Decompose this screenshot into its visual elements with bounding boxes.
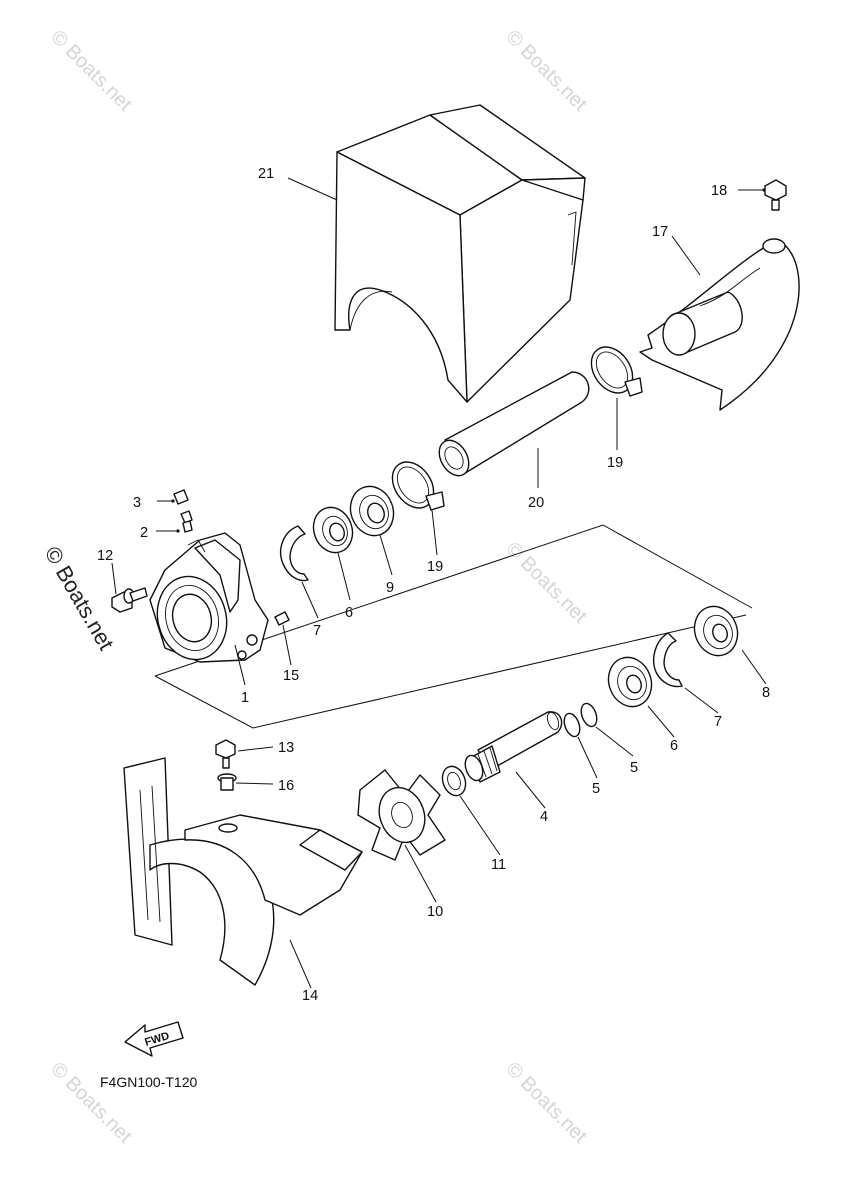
part-16-collar — [217, 773, 237, 791]
label-1: 1 — [241, 690, 249, 706]
figure-code: F4GN100-T120 — [100, 1074, 197, 1090]
label-15: 15 — [283, 668, 299, 684]
part-18-bolt — [764, 179, 787, 211]
label-6-upper: 6 — [345, 605, 353, 621]
part-19-clamp-lower — [391, 461, 445, 511]
assembly-bracket — [154, 524, 753, 729]
label-17: 17 — [652, 224, 668, 240]
part-8-bearing — [693, 605, 739, 657]
part-5-oring-left — [563, 712, 581, 738]
label-20: 20 — [528, 495, 544, 511]
part-13-bolt — [215, 739, 236, 769]
part-labels: 21 18 17 19 20 19 9 6 7 3 2 12 1 15 8 7 … — [97, 166, 770, 1004]
watermark-mid-right: © Boats.net — [501, 538, 591, 628]
part-17-nozzle — [639, 238, 800, 411]
watermark-top-left: © Boats.net — [46, 26, 136, 116]
label-3: 3 — [133, 495, 141, 511]
part-9-bearing — [349, 485, 395, 537]
leader-lines — [111, 177, 767, 989]
part-7-circlip-lower — [652, 632, 683, 688]
part-15-pin — [274, 611, 290, 626]
part-20-hose — [438, 371, 590, 477]
part-3-cap — [173, 489, 189, 505]
part-14-duct — [123, 757, 363, 986]
part-4-shaft — [464, 711, 563, 783]
part-11-washer — [441, 765, 467, 797]
label-18: 18 — [711, 183, 727, 199]
part-7-circlip-upper — [280, 525, 309, 582]
label-8: 8 — [762, 685, 770, 701]
label-2: 2 — [140, 525, 148, 541]
watermark-bottom-left: © Boats.net — [46, 1058, 136, 1148]
watermark-top-right: © Boats.net — [501, 26, 591, 116]
label-5-left: 5 — [592, 781, 600, 797]
label-12: 12 — [97, 548, 113, 564]
part-1-housing — [149, 532, 269, 663]
label-21: 21 — [258, 166, 274, 182]
label-6-lower: 6 — [670, 738, 678, 754]
label-9: 9 — [386, 580, 394, 596]
label-11: 11 — [491, 857, 506, 873]
label-10: 10 — [427, 904, 443, 920]
label-19-lower: 19 — [427, 559, 443, 575]
label-7-upper: 7 — [313, 623, 321, 639]
label-7-lower: 7 — [714, 714, 722, 730]
label-19-upper: 19 — [607, 455, 623, 471]
part-19-clamp-upper — [590, 346, 643, 397]
label-13: 13 — [278, 740, 294, 756]
part-2-nipple — [180, 510, 193, 533]
part-12-bolt — [111, 587, 148, 613]
label-14: 14 — [302, 988, 318, 1004]
fwd-arrow-icon: FWD — [124, 1021, 184, 1057]
label-4: 4 — [540, 809, 548, 825]
part-6-bearing-upper — [312, 506, 354, 554]
part-5-oring-right — [580, 702, 598, 728]
label-16: 16 — [278, 778, 294, 794]
part-6-bearing-lower — [607, 656, 653, 708]
label-5-right: 5 — [630, 760, 638, 776]
part-10-impeller — [357, 769, 446, 861]
watermark-bottom-right: © Boats.net — [501, 1058, 591, 1148]
part-21-cover — [334, 104, 586, 403]
